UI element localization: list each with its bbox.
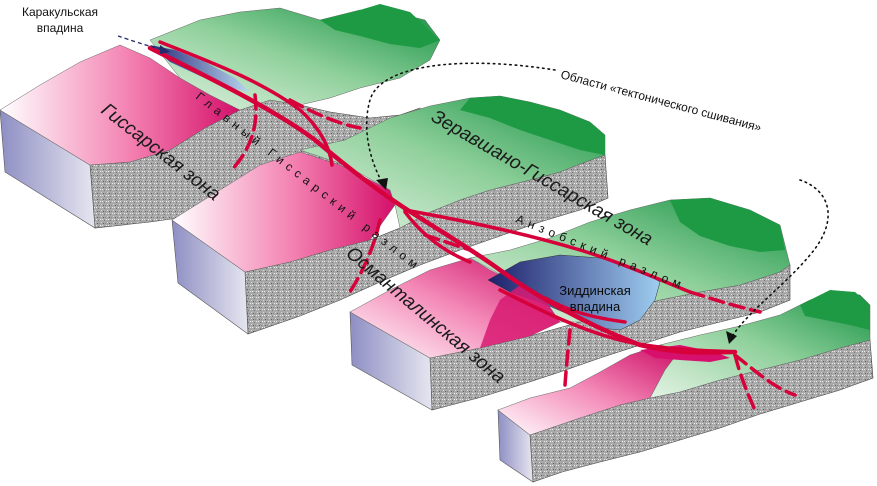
karakul-pointer bbox=[117, 35, 164, 51]
ziddi-label-line2: впадина bbox=[570, 299, 621, 314]
block-1 bbox=[0, 4, 441, 229]
dashed-fault-3 bbox=[348, 218, 382, 294]
suture-pointer-right bbox=[732, 179, 829, 336]
anzob-fault-trace bbox=[403, 208, 692, 294]
block-4 bbox=[497, 290, 874, 483]
karakul-label-line2: впадина bbox=[37, 21, 84, 35]
dashed-fault-8 bbox=[733, 353, 797, 397]
suture-pointer-left-arrowhead bbox=[376, 178, 388, 190]
fault-b3-branch bbox=[543, 296, 627, 324]
fault-b1-upper bbox=[158, 40, 334, 167]
karakul-basin bbox=[150, 45, 250, 92]
block-4-green-top bbox=[649, 291, 871, 399]
karakul-pointer-arrowhead bbox=[160, 45, 170, 54]
block-3 bbox=[349, 197, 791, 411]
dashed-fault-1 bbox=[228, 93, 258, 174]
suture-pointer-left bbox=[365, 62, 556, 183]
dashed-fault-5 bbox=[688, 290, 762, 314]
dashed-fault-4 bbox=[423, 233, 472, 252]
block-3-pink-wedge bbox=[480, 285, 560, 348]
faults-dashed bbox=[228, 93, 797, 412]
karakul-label-line1: Каракульская bbox=[22, 5, 98, 19]
block-2-dark-green bbox=[460, 96, 605, 155]
dashed-fault-6 bbox=[563, 328, 572, 387]
block-4-dark-green bbox=[800, 290, 870, 330]
fault-b2-branch bbox=[403, 210, 472, 264]
block-1-dark-green bbox=[320, 4, 440, 48]
block-2 bbox=[171, 95, 609, 335]
fault-b3-lower bbox=[498, 288, 737, 354]
pointers bbox=[117, 35, 829, 344]
suture-pointer-right-arrowhead bbox=[726, 331, 737, 344]
block-3-dark-green bbox=[670, 198, 785, 252]
faults bbox=[147, 40, 738, 355]
dashed-fault-7 bbox=[733, 353, 757, 412]
dashed-fault-2 bbox=[288, 98, 362, 130]
ziddi-label-line1: Зиддинская bbox=[559, 283, 630, 298]
